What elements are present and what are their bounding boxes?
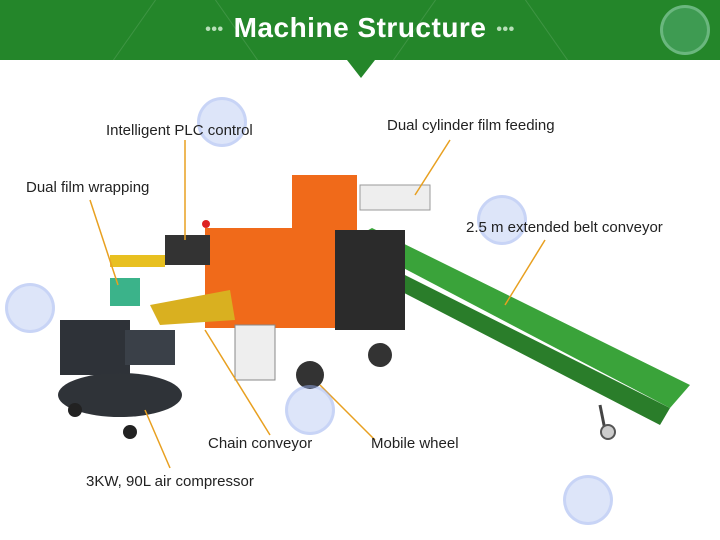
label-air-compressor: 3KW, 90L air compressor [86, 473, 254, 490]
belt-conveyor [350, 228, 690, 408]
mobile-wheel [296, 361, 324, 389]
watermark-logo-icon [477, 195, 527, 245]
film-feeding-unit [292, 175, 357, 235]
header-banner: ••• Machine Structure ••• [0, 0, 720, 60]
watermark-logo-icon [563, 475, 613, 525]
watermark-logo-icon [285, 385, 335, 435]
page-title: ••• Machine Structure ••• [0, 12, 720, 44]
label-mobile-wheel: Mobile wheel [371, 435, 459, 452]
label-plc-control: Intelligent PLC control [106, 122, 253, 139]
header-pointer [347, 60, 375, 78]
watermark-logo-icon [5, 283, 55, 333]
label-chain-conveyor: Chain conveyor [208, 435, 313, 452]
title-text: Machine Structure [233, 12, 487, 43]
air-tank [58, 373, 182, 417]
label-belt-conveyor: 2.5 m extended belt conveyor [466, 219, 663, 236]
label-film-feeding: Dual cylinder film feeding [387, 117, 555, 134]
dots-decoration: ••• [205, 20, 224, 38]
plc-box [165, 235, 210, 265]
label-film-wrapping: Dual film wrapping [26, 179, 150, 196]
logo-icon [660, 5, 710, 55]
compressor-motor [60, 320, 130, 375]
film-wrapping-unit [110, 278, 140, 306]
conveyor-wheel [600, 424, 616, 440]
dots-decoration: ••• [496, 20, 515, 38]
watermark-logo-icon [197, 97, 247, 147]
